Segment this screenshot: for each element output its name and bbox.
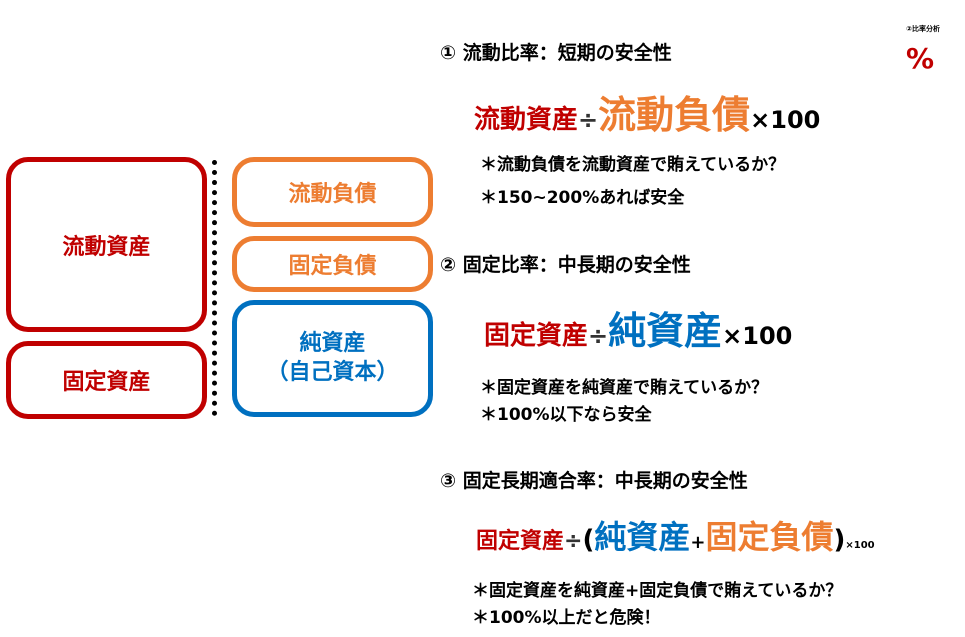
ratio-3-term-2: 固定負債 [705, 518, 834, 556]
ratio-2-note-1: ＊固定資産を純資産で賄えているか？ [480, 378, 769, 398]
ratio-3-times: ×100 [845, 540, 875, 551]
current-assets-label: 流動資産 [62, 234, 151, 260]
net-assets-sub-label: （自己資本） [266, 359, 399, 385]
ratio-analysis-logo: ②比率分析 % [900, 24, 946, 78]
ratio-2-note-2: ＊100%以下なら安全 [480, 405, 652, 425]
net-assets-box: 純資産 （自己資本） [232, 300, 433, 417]
logo-caption: ②比率分析 [906, 25, 940, 33]
ratio-1-note-2: ＊150~200%あれば安全 [480, 188, 685, 208]
net-assets-label: 純資産 [299, 330, 366, 356]
ratio-3-note-1: ＊固定資産を純資産+固定負債で賄えているか？ [472, 581, 843, 601]
ratio-3-numerator: 固定資産 [476, 529, 565, 554]
ratio-3-divide: ÷ [564, 529, 583, 554]
ratio-3-close-paren: ) [833, 525, 846, 555]
ratio-3-term-1: 純資産 [594, 518, 691, 556]
ratio-3-plus: + [690, 532, 706, 553]
ratio-2-heading: ② 固定比率：中長期の安全性 [440, 254, 691, 276]
current-liabilities-label: 流動負債 [288, 182, 377, 207]
ratio-3-formula: 固定資産 ÷ ( 純資産 + 固定負債 ) ×100 [476, 512, 875, 558]
current-liabilities-box: 流動負債 [232, 157, 433, 227]
ratio-2-divide: ÷ [588, 322, 609, 350]
balance-divider [212, 160, 217, 416]
ratio-1-times: ×100 [750, 106, 821, 134]
ratio-1-formula: 流動資産 ÷ 流動負債 ×100 [474, 84, 820, 139]
ratio-1-divide: ÷ [578, 106, 599, 134]
ratio-3-note-2: ＊100%以上だと危険！ [472, 608, 661, 628]
fixed-assets-box: 固定資産 [6, 341, 207, 419]
fixed-liabilities-label: 固定負債 [288, 254, 377, 279]
percent-icon: % [906, 42, 935, 75]
ratio-1-heading: ① 流動比率：短期の安全性 [440, 42, 672, 64]
ratio-3-heading: ③ 固定長期適合率：中長期の安全性 [440, 470, 748, 492]
ratio-2-times: ×100 [722, 322, 793, 350]
ratio-1-numerator: 流動資産 [474, 105, 579, 135]
ratio-2-formula: 固定資産 ÷ 純資産 ×100 [484, 300, 792, 355]
fixed-liabilities-box: 固定負債 [232, 236, 433, 292]
fixed-assets-label: 固定資産 [62, 370, 151, 395]
ratio-1-denominator: 流動負債 [598, 93, 751, 137]
ratio-2-numerator: 固定資産 [484, 321, 589, 351]
ratio-1-note-1: ＊流動負債を流動資産で賄えているか？ [480, 155, 786, 175]
ratio-2-denominator: 純資産 [608, 309, 723, 353]
ratio-3-open-paren: ( [582, 525, 595, 555]
current-assets-box: 流動資産 [6, 157, 207, 332]
